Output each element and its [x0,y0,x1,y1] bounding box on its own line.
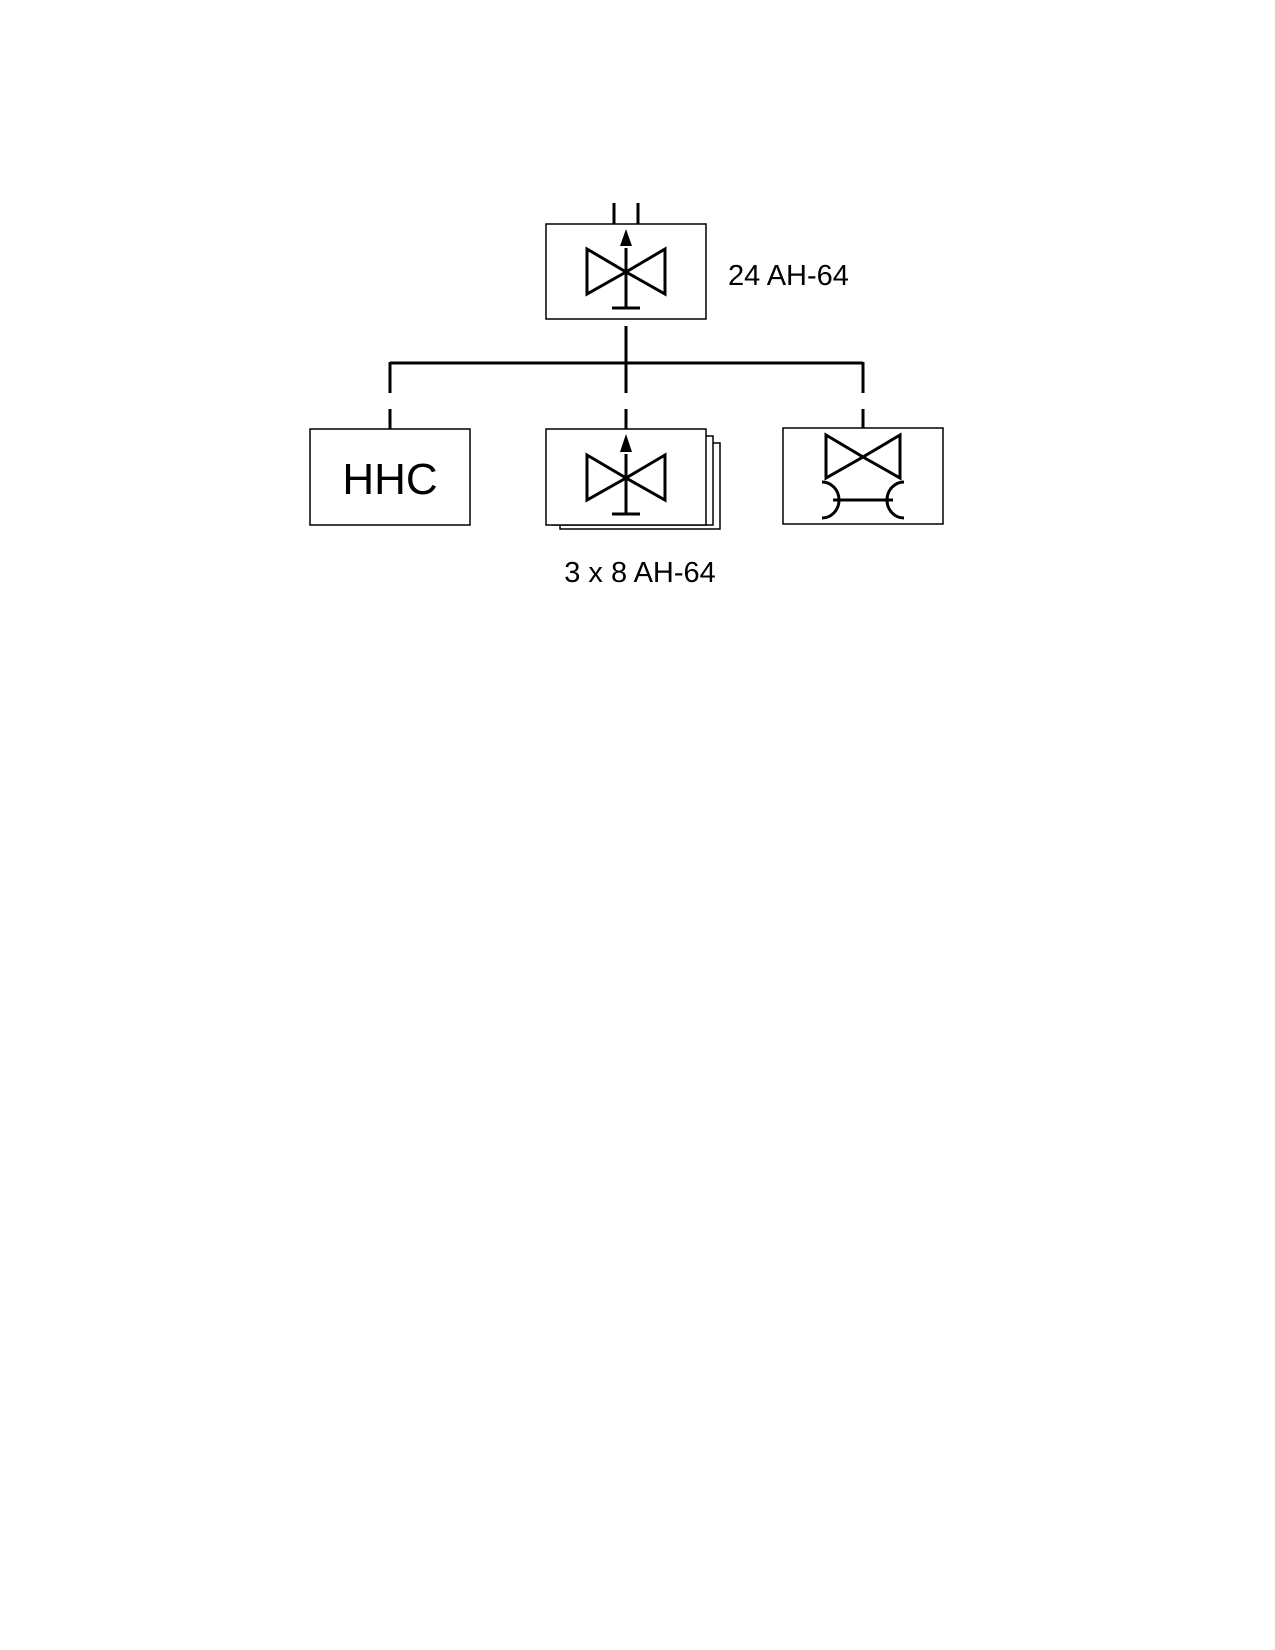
maintenance-company-node [782,409,944,525]
maintenance-company-frame [782,427,944,525]
aviation-maintenance-icon [821,432,905,520]
battalion-node: 24 AH-64 [545,203,849,320]
hhc-frame [309,428,471,526]
hhc-label: HHC [342,455,437,504]
attack-company-strength-label: 3 x 8 AH-64 [564,557,716,589]
aviation-bowtie [824,432,866,481]
wrench-right-jaw [885,480,905,520]
battalion-strength-label: 24 AH-64 [728,260,849,292]
attack-company-node: 3 x 8 AH-64 [545,409,721,589]
attack-helicopter-icon [585,434,667,516]
hhc-node: HHC [309,409,471,526]
attack-helicopter-icon [585,229,667,310]
org-connectors [388,326,865,393]
wrench-left-jaw [821,480,841,520]
